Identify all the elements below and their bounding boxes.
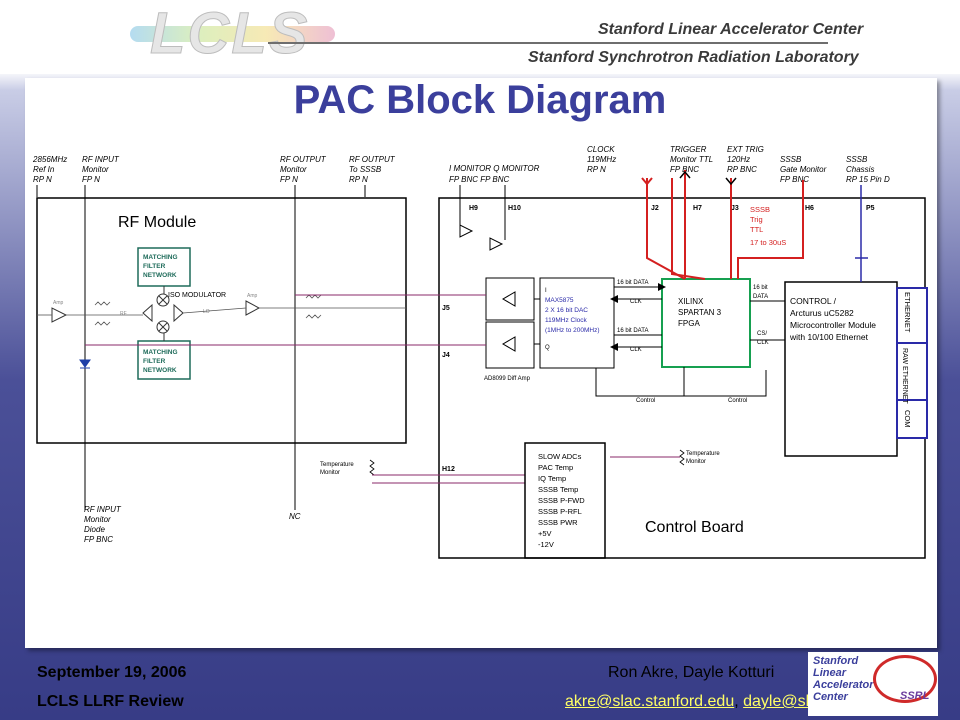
cs-clk-label: CS/CLK xyxy=(757,331,769,346)
connector-j4: J4 xyxy=(442,352,450,359)
matching-filter-top-label: MATCHING FILTER NETWORK xyxy=(143,254,179,279)
i-monitor-buffer xyxy=(459,224,474,238)
data-top-label: 16 bit DATA xyxy=(617,280,648,286)
connector-h10: H10 xyxy=(508,205,521,212)
dac-label: MAX5875 2 X 16 bit DAC 119MHz Clock (1MH… xyxy=(545,297,600,334)
connector-j5: J5 xyxy=(442,305,450,312)
control-left-label: Control xyxy=(636,398,655,404)
slide-title: PAC Block Diagram xyxy=(293,78,667,122)
dac-block xyxy=(539,277,615,369)
dac-i-label: I xyxy=(545,288,547,294)
label-rf-input-monitor: RF INPUT Monitor FP N xyxy=(82,155,121,184)
footer-authors: Ron Akre, Dayle Kotturi xyxy=(608,664,775,681)
rf-temp-monitor-label: Temperature Monitor xyxy=(320,462,355,476)
slow-adcs-list: SLOW ADCs PAC Temp IQ Temp SSSB Temp SSS… xyxy=(538,452,587,549)
amp-right-symbol xyxy=(245,300,261,316)
connector-p5: P5 xyxy=(866,205,875,212)
header-divider xyxy=(268,42,828,44)
org-name-slac: Stanford Linear Accelerator Center xyxy=(598,21,864,38)
diff-amp-label: AD8099 Diff Amp xyxy=(484,376,531,382)
sssb-trig-label: SSSB Trig TTL 17 to 30uS xyxy=(750,205,786,247)
footer-review: LCLS LLRF Review xyxy=(37,693,184,710)
label-rf-output-sssb: RF OUTPUT To SSSB RP N xyxy=(349,155,397,184)
rf-module-box xyxy=(36,197,407,444)
label-sssb-chassis: SSSB Chassis RP 15 Pin D xyxy=(846,155,890,184)
svg-text:RF INPUT Monitor D: RF INPUT Monitor Diode FP BNC xyxy=(84,505,123,544)
slide-header: LCLS Stanford Linear Accelerator Center … xyxy=(0,0,960,74)
slow-adcs-block xyxy=(524,442,606,559)
matching-filter-bottom xyxy=(137,340,191,380)
label-trigger: TRIGGER Monitor TTL FP BNC xyxy=(670,145,715,174)
lcls-logo-swoosh xyxy=(130,26,335,42)
dac-q-label: Q xyxy=(545,345,550,351)
cb-temp-monitor-label: Temperature Monitor xyxy=(686,451,721,465)
matching-filter-top xyxy=(137,247,191,287)
connector-j2: J2 xyxy=(651,205,659,212)
iso-modulator-symbol xyxy=(142,286,184,341)
matching-filter-bottom-label: MATCHING FILTER NETWORK xyxy=(143,349,179,374)
rf-module-title: RF Module xyxy=(118,214,196,231)
lcls-logo: LCLS xyxy=(149,1,310,67)
label-clock: CLOCK 119MHz RP N xyxy=(587,145,618,174)
label-rf-output-monitor: RF OUTPUT Monitor FP N xyxy=(280,155,328,184)
amp-left-symbol xyxy=(51,307,68,323)
label-ref-in: 2856MHz Ref In RP N xyxy=(32,155,69,184)
connector-j3: J3 xyxy=(731,205,739,212)
connector-h7: H7 xyxy=(693,205,702,212)
email-separator: , xyxy=(734,693,739,710)
amp-left-label: Amp xyxy=(53,300,64,306)
fpga-block xyxy=(661,278,751,368)
com-label: COM xyxy=(903,410,912,428)
ethernet-label: ETHERNET xyxy=(903,292,912,333)
label-rf-input-diode: RF INPUT Monitor Diode FP BNC xyxy=(84,505,123,544)
clk-bottom-label: CLK xyxy=(630,347,642,353)
data-bottom-label: 16 bit DATA xyxy=(617,328,648,334)
iso-modulator-label: ISO MODULATOR xyxy=(168,292,226,299)
control-board-title: Control Board xyxy=(645,519,744,536)
label-ext-trig: EXT TRIG 120Hz RP BNC xyxy=(727,145,766,174)
connector-h12: H12 xyxy=(442,466,455,473)
connector-h9: H9 xyxy=(469,205,478,212)
q-monitor-buffer xyxy=(489,237,504,251)
diode-symbol xyxy=(79,359,91,368)
connector-h6: H6 xyxy=(805,205,814,212)
label-sssb-gate: SSSB Gate Monitor FP BNC xyxy=(780,155,828,184)
raw-ethernet-port xyxy=(896,342,928,401)
clk-top-label: CLK xyxy=(630,299,642,305)
email-link-akre[interactable]: akre@slac.stanford.edu xyxy=(565,693,735,710)
raw-ethernet-label: RAW ETHERNET xyxy=(901,348,908,404)
ssrl-logo-ring xyxy=(873,655,937,703)
footer-date: September 19, 2006 xyxy=(37,664,187,681)
ssrl-logo-text: SSRL xyxy=(900,690,930,702)
control-right-label: Control xyxy=(728,398,747,404)
controller-label: CONTROL / Arcturus uC5282 Microcontrolle… xyxy=(789,296,878,342)
rf-port-label: RF xyxy=(120,311,127,317)
lo-port-label: LO xyxy=(203,309,210,315)
fpga-label: XILINX SPARTAN 3 FPGA xyxy=(678,297,723,328)
amp-right-label: Amp xyxy=(247,293,258,299)
com-port xyxy=(896,399,928,439)
label-i-q-monitor: I MONITOR Q MONITOR FP BNC FP BNC xyxy=(449,164,542,184)
org-name-ssrl: Stanford Synchrotron Radiation Laborator… xyxy=(528,49,859,66)
label-nc: NC xyxy=(289,512,301,521)
slac-logo-text: Stanford Linear Accelerator Center xyxy=(813,655,874,703)
ethernet-port xyxy=(896,287,928,344)
